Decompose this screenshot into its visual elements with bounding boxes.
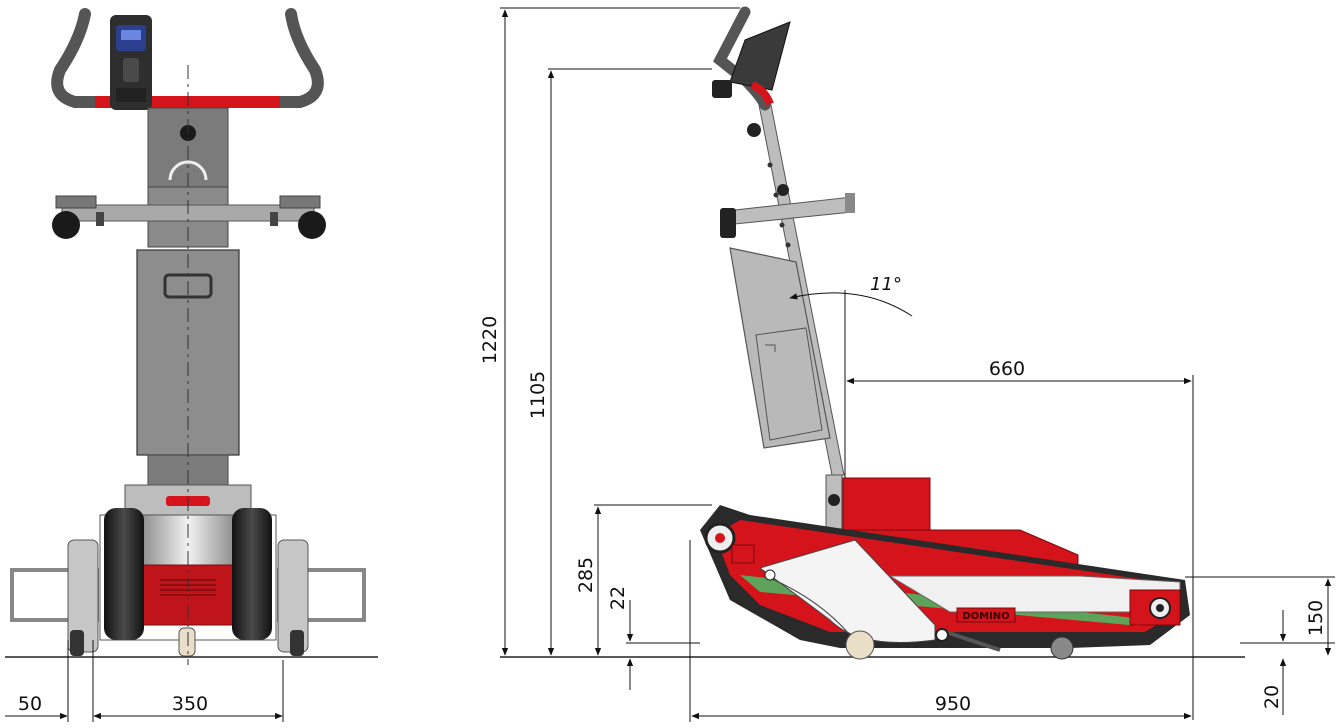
dim-front-left-label: 50 xyxy=(18,693,42,715)
dim-height-front-label: 285 xyxy=(575,557,597,593)
dim-length-660-label: 660 xyxy=(989,358,1025,380)
right-track xyxy=(232,508,272,640)
dim-front-width-label: 350 xyxy=(172,693,208,715)
dim-height-rear-label: 150 xyxy=(1305,600,1327,636)
dim-clearance-front-label: 22 xyxy=(607,586,629,610)
right-knob-icon xyxy=(298,211,326,239)
side-battery-box xyxy=(729,247,831,449)
dim-angle-label: 11° xyxy=(870,274,902,295)
dim-clearance-rear-label: 20 xyxy=(1261,685,1283,709)
left-knob-icon xyxy=(52,211,80,239)
control-panel-icon xyxy=(110,15,152,110)
dim-height-total-label: 1220 xyxy=(479,316,501,364)
dim-height-handle-label: 1105 xyxy=(527,371,549,419)
left-track xyxy=(104,508,144,640)
front-view: 50 350 xyxy=(5,8,378,722)
side-view: DOMINO 1220 1105 285 22 660 950 11° xyxy=(479,6,1335,722)
dim-length-total-label: 950 xyxy=(935,693,971,715)
brand-label: DOMINO xyxy=(962,611,1009,622)
